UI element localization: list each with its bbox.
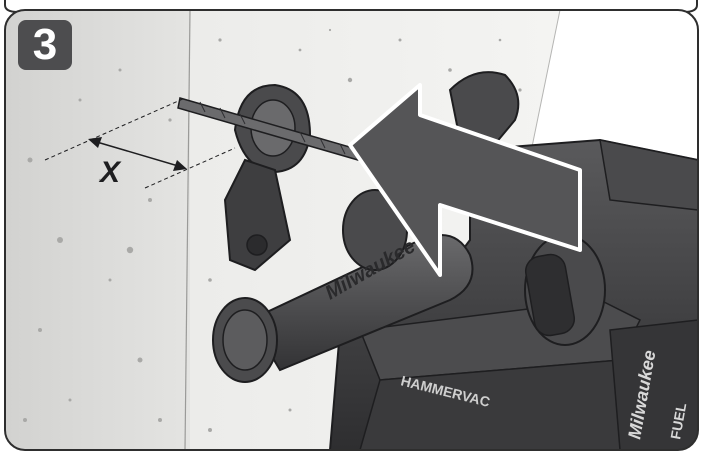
wall-left-face	[5, 10, 190, 450]
frame-border	[4, 9, 699, 451]
depth-dimension	[44, 97, 236, 189]
dimension-label: X	[98, 156, 122, 189]
side-handle	[212, 189, 474, 383]
step-number-badge: 3	[18, 20, 72, 70]
wall-corner-edge	[184, 10, 191, 450]
side-model-text: FUEL	[667, 401, 689, 440]
direction-arrow	[348, 83, 582, 277]
hammer-drill-body	[328, 138, 698, 450]
